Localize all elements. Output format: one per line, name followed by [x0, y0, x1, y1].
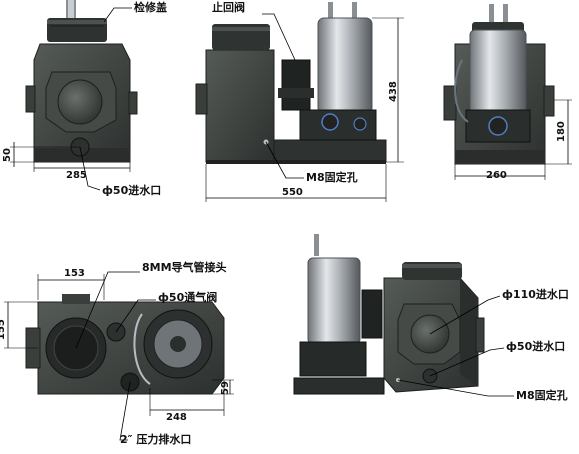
dim-top-outlet-offset: 248	[166, 412, 187, 423]
iso-motor	[307, 257, 361, 345]
back-motor	[469, 29, 527, 123]
dim-top-depth: 155	[0, 319, 7, 340]
label-access-cover: 检修盖	[134, 1, 167, 14]
iso-view	[293, 234, 514, 397]
label-inlet-50-iso: ф50进水口	[506, 340, 566, 353]
label-check-valve: 止回阀	[212, 1, 245, 14]
side-base-plate	[273, 139, 387, 163]
front-inlet-110	[57, 79, 103, 125]
label-inlet-110: ф110进水口	[502, 288, 569, 301]
front-view	[10, 0, 138, 191]
dim-back-height: 180	[556, 121, 567, 142]
label-m8-fixing-hole-iso: M8固定孔	[516, 389, 568, 402]
check-valve	[281, 59, 311, 111]
label-vent-valve: ф50通气阀	[158, 291, 218, 304]
top-view	[4, 271, 234, 441]
label-air-tube-joint: 8MM导气管接头	[142, 261, 227, 274]
dim-top-small: 59	[220, 381, 231, 395]
side-view	[195, 2, 404, 202]
label-inlet-50-front: ф50进水口	[102, 184, 162, 197]
label-pressure-outlet: 2″ 压力排水口	[120, 433, 192, 446]
side-tank	[205, 49, 275, 163]
dim-side-height: 438	[388, 81, 399, 102]
side-motor	[317, 17, 373, 115]
label-m8-fixing-hole-side: M8固定孔	[306, 171, 358, 184]
dim-back-width: 260	[486, 170, 507, 181]
dim-side-length: 550	[282, 187, 303, 198]
dim-top-offset: 153	[64, 268, 85, 279]
dim-front-inlet-height: 50	[2, 148, 13, 162]
back-view	[443, 4, 572, 180]
dim-front-width: 285	[66, 170, 87, 181]
